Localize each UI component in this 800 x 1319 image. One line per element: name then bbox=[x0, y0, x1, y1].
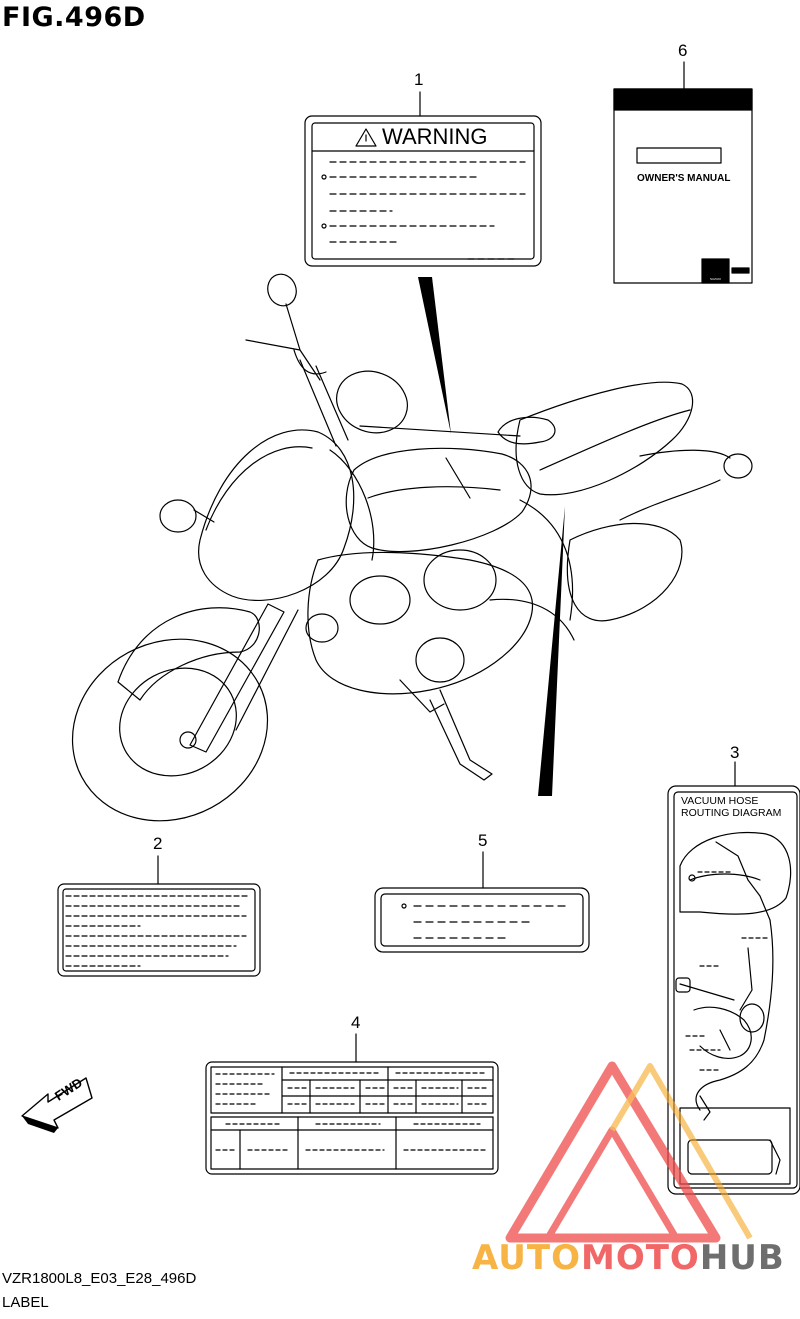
watermark-part-auto: AUTO bbox=[472, 1238, 581, 1278]
figure-caption: LABEL bbox=[2, 1294, 49, 1311]
label-1-warning bbox=[304, 91, 542, 267]
watermark-logo-icon bbox=[505, 1061, 753, 1243]
warning-triangle-icon bbox=[355, 128, 377, 147]
watermark-text: AUTOMOTOHUB bbox=[472, 1238, 785, 1278]
warning-heading: WARNING bbox=[382, 124, 488, 149]
label-5 bbox=[374, 851, 590, 953]
model-code: VZR1800L8_E03_E28_496D bbox=[2, 1270, 197, 1287]
watermark-part-moto: MOTO bbox=[580, 1238, 700, 1278]
label-6-owners-manual bbox=[613, 61, 753, 284]
label-2 bbox=[57, 855, 261, 977]
figure-title: FIG.496D bbox=[2, 2, 146, 33]
callout-2: 2 bbox=[153, 834, 163, 853]
callout-3: 3 bbox=[730, 743, 740, 762]
vacuum-hose-title-line1: VACUUM HOSE bbox=[681, 795, 759, 807]
callout-4: 4 bbox=[351, 1013, 361, 1032]
vacuum-hose-title-line2: ROUTING DIAGRAM bbox=[681, 807, 782, 819]
fwd-arrow-icon bbox=[21, 1077, 93, 1133]
callout-1: 1 bbox=[414, 70, 424, 89]
motorcycle-illustration bbox=[71, 273, 753, 822]
callout-6: 6 bbox=[678, 41, 688, 60]
label-3-vacuum-hose-diagram bbox=[667, 761, 800, 1195]
label-4 bbox=[205, 1033, 499, 1175]
owners-manual-text: OWNER'S MANUAL bbox=[637, 173, 731, 184]
suzuki-logo-text: SUZUKI bbox=[709, 277, 721, 281]
callout-5: 5 bbox=[478, 831, 488, 850]
watermark-part-hub: HUB bbox=[699, 1238, 785, 1278]
suzuki-logo-icon bbox=[701, 258, 730, 284]
